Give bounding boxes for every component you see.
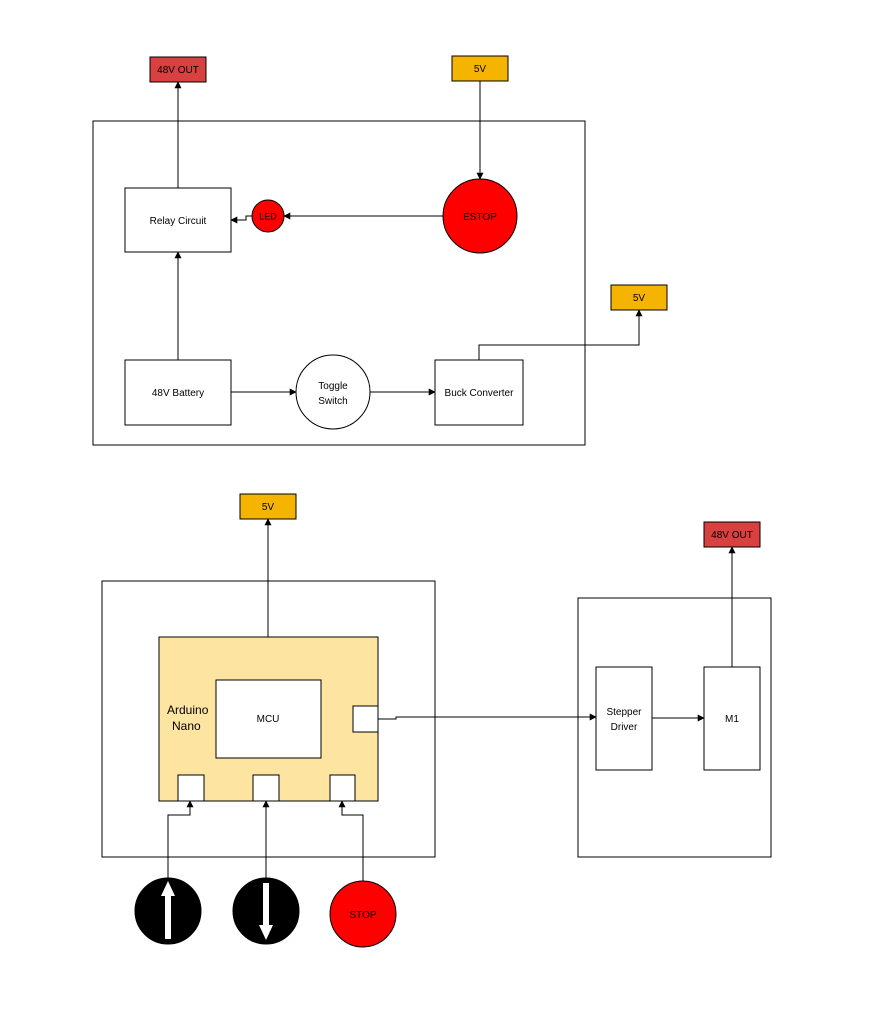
- buck-to-5v-out-arrow: [478, 309, 643, 360]
- arrow-down-icon: [259, 883, 273, 940]
- battery-label: 48V Battery: [152, 388, 204, 399]
- battery-block: 48V Battery: [124, 359, 232, 426]
- stepper-driver-block: Stepper Driver: [595, 666, 653, 771]
- estop-button: ESTOP: [442, 178, 518, 254]
- arrow-up-icon: [161, 881, 175, 939]
- input-pin-pad-down: [252, 774, 280, 802]
- output-pin-pad: [352, 705, 379, 733]
- motor-label: M1: [725, 714, 739, 725]
- stop-label: STOP: [349, 910, 376, 921]
- up-button-to-board-arrow: [167, 800, 194, 878]
- led-label: LED: [259, 212, 277, 222]
- driver-label-line2: Driver: [611, 722, 638, 733]
- board-to-driver-arrow: [378, 713, 597, 721]
- motor-m1-block: M1: [703, 666, 761, 771]
- out-48v-label: 48V OUT: [157, 65, 199, 76]
- motor-enclosure: [577, 597, 772, 858]
- mcu-block: MCU: [215, 679, 322, 759]
- relay-label: Relay Circuit: [150, 216, 207, 227]
- buck-out-5v-label: 5V: [633, 293, 646, 304]
- up-button: [134, 877, 202, 945]
- toggle-label-line1: Toggle: [318, 381, 348, 392]
- input-pin-pad-stop: [329, 774, 356, 802]
- stop-button: STOP: [329, 880, 397, 948]
- led-indicator: LED: [251, 199, 285, 233]
- stop-button-to-board-arrow: [338, 800, 364, 881]
- board-label-line1: Arduino: [167, 703, 209, 717]
- buck-converter-block: Buck Converter: [434, 359, 524, 426]
- driver-label-line1: Stepper: [606, 707, 642, 718]
- power-control-enclosure: [92, 120, 586, 446]
- toggle-label-line2: Switch: [318, 396, 347, 407]
- arduino-5v-label: 5V: [262, 502, 275, 513]
- input-pin-pad-up: [177, 774, 205, 802]
- down-button: [232, 877, 300, 945]
- out-48v-terminal: 48V OUT: [149, 56, 207, 83]
- in-5v-terminal: 5V: [451, 55, 509, 82]
- board-label-line2: Nano: [172, 719, 201, 733]
- motor-48v-out-terminal: 48V OUT: [703, 521, 761, 548]
- led-to-relay-arrow: [230, 215, 252, 224]
- motor-48v-out-label: 48V OUT: [711, 530, 753, 541]
- in-5v-label: 5V: [474, 64, 487, 75]
- arduino-5v-terminal: 5V: [239, 493, 297, 520]
- buck-label: Buck Converter: [445, 388, 515, 399]
- mcu-label: MCU: [257, 714, 280, 725]
- buck-out-5v-terminal: 5V: [610, 284, 668, 311]
- toggle-switch: Toggle Switch: [295, 354, 371, 430]
- relay-circuit-block: Relay Circuit: [124, 187, 232, 253]
- estop-label: ESTOP: [463, 212, 497, 223]
